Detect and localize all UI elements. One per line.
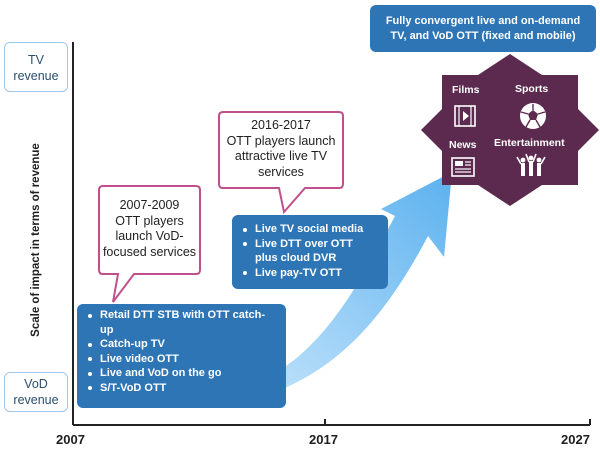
x-tick-2007: 2007 [56,432,85,447]
list-item: Live video OTT [77,352,286,367]
list-item: Retail DTT STB with OTT catch-up [77,308,286,337]
convergent-banner: Fully convergent live and on-demand TV, … [370,5,596,52]
vod-revenue-line-2: revenue [13,393,59,407]
callout-2007-line: launch VoD- [115,229,184,243]
stage-2017-list: Live TV social media Live DTT over OTT p… [232,222,388,280]
x-tick-2017: 2017 [309,432,338,447]
callout-2007-text: 2007-2009 OTT players launch VoD- focuse… [100,198,199,260]
films-label: Films [452,84,480,96]
growth-arrow-shape [178,172,452,408]
callout-2016-line: services [258,164,304,179]
callout-2016-line: attractive live TV [234,149,328,163]
tv-revenue-line-2: revenue [13,69,59,83]
list-item: S/T-VoD OTT [77,381,286,396]
stage-2017-box: Live TV social media Live DTT over OTT p… [232,215,388,289]
star-shape [421,54,599,206]
films-icon [454,105,476,127]
callout-2007-bubble [98,185,201,303]
callout-2007-line: focused services [102,244,197,259]
x-tick-2027: 2027 [561,432,590,447]
stage-2007-list: Retail DTT STB with OTT catch-up Catch-u… [77,308,286,396]
banner-line-1: Fully convergent live and on-demand [385,15,581,27]
callout-2007-line: 2007-2009 [119,198,180,212]
callout-2016-line: OTT players launch [226,133,336,148]
list-item: Catch-up TV [77,337,286,352]
football-icon [520,103,546,129]
list-item: Live TV social media [232,222,388,237]
news-label: News [449,139,477,151]
tv-revenue-label: TV revenue [4,42,68,92]
list-item: Live pay-TV OTT [232,266,388,281]
callout-2007-line: OTT players [115,213,184,228]
list-item: Live and VoD on the go [77,366,286,381]
stage-2007-box: Retail DTT STB with OTT catch-up Catch-u… [77,304,286,408]
callout-2016-bubble [218,111,344,215]
callout-2016-line: 2016-2017 [251,118,311,132]
entertainment-label: Entertainment [494,137,565,149]
sports-label: Sports [515,83,549,95]
tv-revenue-line-1: TV [28,53,44,67]
banner-line-2: TV, and VoD OTT (fixed and mobile) [390,29,576,42]
vod-revenue-line-1: VoD [24,377,48,391]
vod-revenue-label: VoD revenue [4,372,68,412]
callout-2016-text: 2016-2017 OTT players launch attractive … [220,118,342,180]
list-item: Live DTT over OTT plus cloud DVR [232,237,388,266]
news-icon [451,157,475,177]
entertainment-icon [516,153,546,176]
